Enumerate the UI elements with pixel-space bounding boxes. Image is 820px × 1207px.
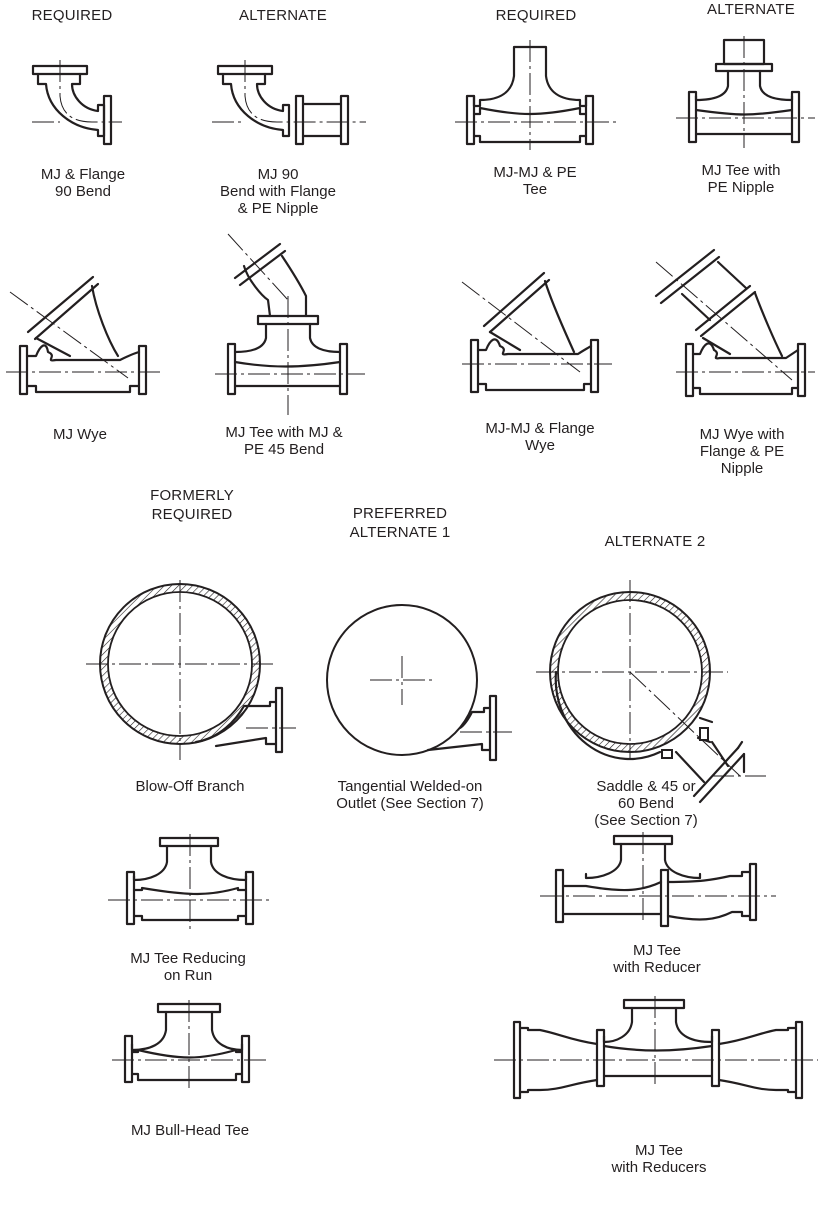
fig-mj-wye — [6, 275, 160, 396]
header-alternate-1: ALTERNATE — [239, 7, 327, 24]
fig-blow-off-branch — [86, 580, 296, 760]
header-required-2: REQUIRED — [495, 7, 577, 24]
header-alternate-2: ALTERNATE — [707, 1, 795, 18]
label-mj-tee-reducers: MJ Tee with Reducers — [611, 1142, 707, 1176]
label-saddle-bend: Saddle & 45 or 60 Bend (See Section 7) — [594, 778, 698, 829]
fig-mj-tee-reducers — [494, 996, 818, 1100]
fig-mj-bull-head-tee — [112, 1000, 270, 1090]
fig-mj-flange-90-bend — [31, 60, 122, 146]
label-mj-tee-pe-nipple: MJ Tee with PE Nipple — [701, 162, 781, 196]
fig-mj-tee-mj-pe-45-bend — [215, 233, 365, 415]
label-mj-tee-mj-pe-45-bend: MJ Tee with MJ & PE 45 Bend — [225, 424, 343, 458]
fig-mj-tee-reducing-run — [108, 834, 270, 930]
fig-mj-tee-pe-nipple — [676, 36, 815, 148]
fig-tangential-outlet — [326, 604, 512, 762]
fig-mj-wye-flange-pe-nipple — [654, 248, 815, 398]
label-tangential-outlet: Tangential Welded-on Outlet (See Section… — [336, 778, 484, 812]
label-mj-bull-head-tee: MJ Bull-Head Tee — [130, 1122, 250, 1139]
label-mj-tee-reducing-run: MJ Tee Reducing on Run — [130, 950, 246, 984]
label-mj-wye: MJ Wye — [52, 426, 108, 443]
fig-mj-tee-reducer — [540, 832, 776, 928]
header-formerly-required: FORMERLY REQUIRED — [150, 487, 234, 523]
fig-mj-mj-flange-wye — [461, 271, 612, 394]
fig-mj-mj-pe-tee — [455, 40, 620, 150]
header-alternate-2-lower: ALTERNATE 2 — [604, 533, 706, 550]
label-mj-mj-pe-tee: MJ-MJ & PE Tee — [493, 164, 577, 198]
label-blow-off-branch: Blow-Off Branch — [135, 778, 245, 795]
label-mj-flange-90-bend: MJ & Flange 90 Bend — [40, 166, 126, 200]
label-mj-wye-flange-pe-nipple: MJ Wye with Flange & PE Nipple — [699, 426, 785, 477]
fig-mj90-flange-pe-nipple — [212, 60, 366, 146]
label-mj-mj-flange-wye: MJ-MJ & Flange Wye — [485, 420, 595, 454]
header-required-1: REQUIRED — [31, 7, 113, 24]
label-mj-tee-reducer: MJ Tee with Reducer — [613, 942, 701, 976]
fig-saddle-bend — [536, 580, 766, 804]
header-preferred-alternate-1: PREFERRED ALTERNATE 1 — [349, 505, 451, 541]
label-mj90-flange-pe-nipple: MJ 90 Bend with Flange & PE Nipple — [220, 166, 336, 217]
